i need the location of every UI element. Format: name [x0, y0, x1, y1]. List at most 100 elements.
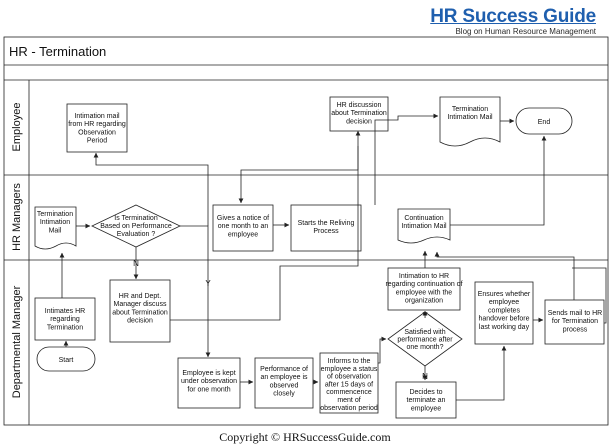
node-label-line: performance after: [397, 337, 453, 344]
kept-under-observation-box: [177, 357, 241, 409]
node-label-line: Employee is kept: [182, 370, 235, 377]
flow-shapes: [34, 96, 605, 419]
node-label-line: about Termination: [112, 309, 168, 316]
node-label-line: regarding: [50, 316, 80, 323]
node-label-line: Decides to: [409, 389, 442, 396]
node-label-line: decision: [127, 318, 153, 325]
continuation-mail-doc: [397, 208, 451, 244]
starts-relieving-box: [290, 204, 362, 252]
node-label-line: employee with the: [396, 289, 453, 296]
node-label-line: handover before: [479, 316, 530, 323]
node-label-line: decision: [346, 118, 372, 125]
node-label-line: Termination: [47, 324, 83, 331]
node-label-line: End: [538, 119, 551, 126]
node-label-line: employee a status: [321, 366, 378, 373]
node-label-line: about Termination: [331, 110, 387, 117]
gives-notice-box: [212, 204, 274, 252]
termination-mail-hr-doc: [34, 206, 77, 250]
node-label-line: process: [563, 326, 588, 333]
flow-connectors: [59, 113, 607, 401]
diagram-title: HR - Termination: [9, 44, 106, 59]
node-label-line: observed: [270, 382, 299, 389]
node-label-line: one month to an: [218, 223, 269, 230]
swimlane-frame: [3, 36, 609, 426]
node-label-line: completes: [488, 307, 520, 314]
informs-employee-box: [319, 352, 379, 414]
node-label-line: terminate an: [407, 397, 446, 404]
node-label-line: Is Termination: [114, 215, 158, 222]
node-label-line: Ensures whether: [478, 291, 531, 298]
node-label-line: employee: [411, 405, 441, 412]
node-label-line: Start: [59, 357, 74, 364]
node-label-line: under observation: [181, 378, 237, 385]
node-label-line: HR and Dept.: [119, 293, 161, 300]
node-label-line: Intimation mail: [74, 113, 120, 120]
node-label-line: Continuation: [404, 215, 443, 222]
node-label-line: Termination: [37, 211, 73, 218]
node-label-line: one month?: [407, 344, 444, 351]
node-label-line: from HR regarding: [68, 121, 126, 128]
node-label-line: employee: [228, 231, 258, 238]
brand-tagline: Blog on Human Resource Management: [455, 27, 596, 36]
sends-mail-box: [544, 299, 605, 345]
end-terminal: [515, 107, 573, 135]
node-label-line: commencence: [326, 389, 372, 396]
node-label-line: Period: [87, 138, 107, 145]
node-label-line: Intimation: [40, 219, 70, 226]
node-label-line: organization: [405, 298, 443, 305]
node-label-line: Based on Performance: [100, 223, 172, 230]
intimation-continuation-box: [387, 267, 461, 311]
node-label-line: Informs to the: [328, 358, 371, 365]
node-label-line: for Termination: [552, 318, 598, 325]
node-label-line: Observation: [78, 129, 116, 136]
node-label-line: Mail: [49, 227, 62, 234]
decides-terminate-box: [395, 381, 457, 419]
node-label-line: Manager discuss: [114, 301, 167, 308]
lane-hr-managers-label: HR Managers: [11, 183, 23, 251]
node-label-line: Process: [313, 228, 339, 235]
node-label-line: for one month: [187, 386, 230, 393]
node-label-line: last working day: [479, 324, 530, 331]
lane-labels: Employee HR Managers Departmental Manage…: [11, 103, 23, 399]
brand-title[interactable]: HR Success Guide: [430, 6, 596, 27]
node-label-line: employee: [489, 299, 519, 306]
start-label: Start: [59, 357, 74, 364]
node-label-line: of observation: [327, 374, 371, 381]
node-label-line: ment of: [337, 397, 360, 404]
node-label-line: regarding continuation of: [385, 281, 462, 288]
lane-employee-label: Employee: [11, 103, 23, 152]
intimates-hr-box: [34, 297, 96, 341]
ensures-handover-box: [474, 281, 534, 345]
copyright-footer: Copyright © HRSuccessGuide.com: [219, 430, 391, 444]
lane-departmental-manager-label: Departmental Manager: [11, 285, 23, 398]
node-label-line: observation period: [320, 405, 378, 412]
edge-label-n-terminate: N: [422, 372, 428, 381]
node-label-line: Intimation Mail: [447, 114, 493, 121]
node-label-line: Sends mail to HR: [548, 310, 602, 317]
node-label-line: closely: [273, 391, 295, 398]
node-label-line: Termination: [452, 106, 488, 113]
performance-observed-box: [254, 357, 314, 409]
edge-labels: N Y Y N: [133, 259, 428, 381]
edge-label-y-continue: Y: [422, 311, 428, 320]
node-label-line: Satisfied with: [404, 329, 445, 336]
